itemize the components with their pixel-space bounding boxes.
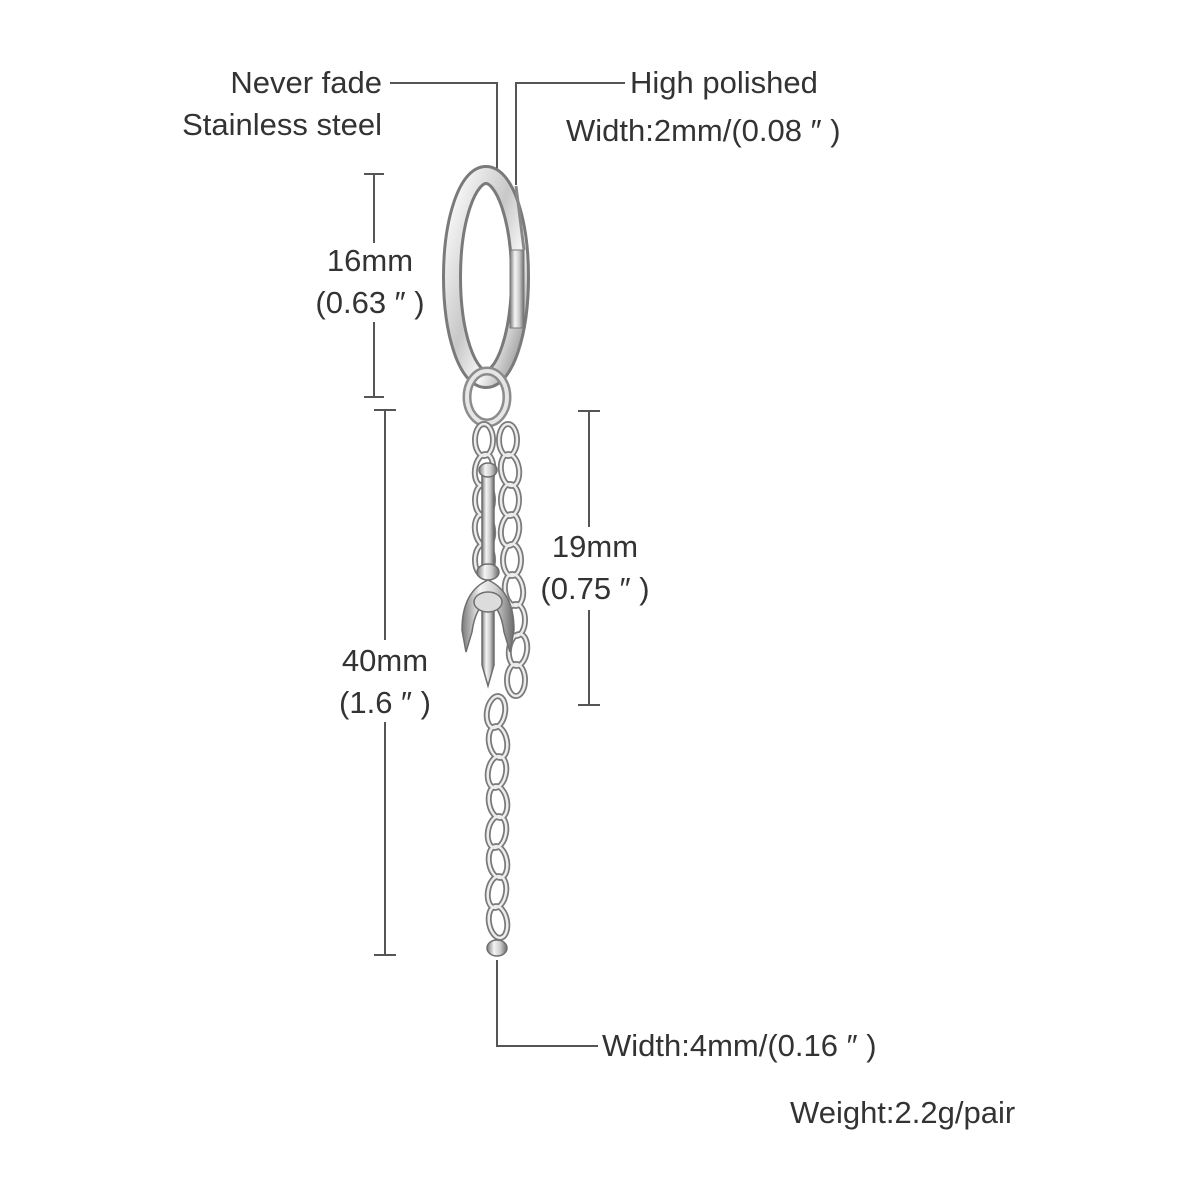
chain-width-label: Width:4mm/(0.16 ″ ) [602, 1028, 877, 1063]
chain-strand-right [496, 421, 531, 699]
trident-pendant [461, 462, 515, 689]
pendant-length-inches: (0.75 ″ ) [540, 571, 650, 606]
material-label-line2: Stainless steel [182, 107, 382, 142]
total-length-mm: 40mm [341, 643, 429, 678]
pendant-length-mm: 19mm [551, 529, 639, 564]
total-length-inches: (1.6 ″ ) [339, 685, 431, 720]
finish-label-line1: High polished [630, 65, 818, 100]
leader-lines [364, 82, 625, 1047]
hoop-size-inches: (0.63 ″ ) [315, 285, 425, 320]
lower-chain [483, 693, 511, 957]
finish-label-line2: Width:2mm/(0.08 ″ ) [566, 113, 841, 148]
hoop-dimension-line [364, 173, 384, 398]
weight-label: Weight:2.2g/pair [790, 1095, 1016, 1130]
hoop-ring [442, 165, 530, 389]
pendant-dimension-line [578, 410, 600, 706]
chain-width-leader-line [496, 960, 598, 1047]
total-length-dimension-line [374, 409, 396, 956]
material-leader-line [390, 82, 498, 172]
material-label-line1: Never fade [230, 65, 382, 100]
hoop-size-mm: 16mm [326, 243, 414, 278]
finish-leader-line [515, 82, 625, 185]
